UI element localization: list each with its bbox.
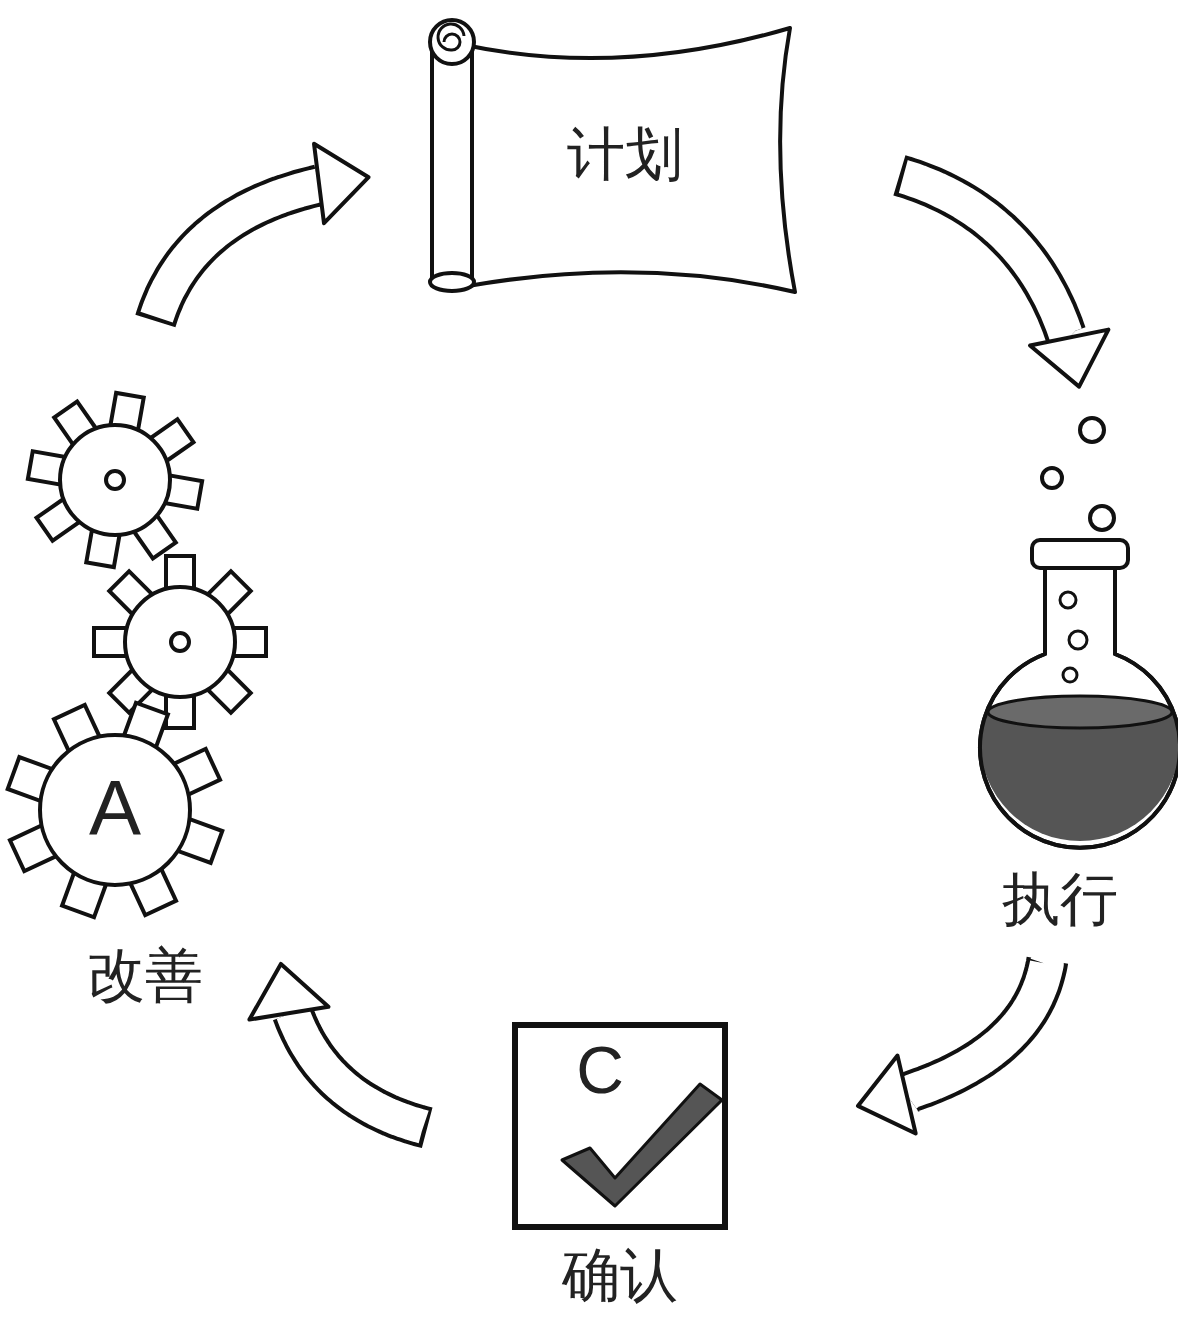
cycle-arrow	[155, 144, 368, 321]
arrow-shaft-outline	[899, 175, 1069, 337]
do-flask: 执行	[950, 405, 1170, 945]
act-gears: A 改善	[10, 390, 280, 1020]
arrow-shaft-outline	[155, 184, 319, 322]
node-label: 执行	[950, 867, 1170, 934]
cycle-arrow	[899, 175, 1108, 386]
node-letter: C	[550, 1033, 650, 1109]
node-label: 改善	[30, 943, 260, 1010]
check-box: C 确认	[500, 1015, 740, 1321]
arrow-head	[249, 964, 328, 1020]
arrow-shaft-fill	[907, 964, 1047, 1095]
node-label: 计划	[460, 122, 790, 189]
arrow-shaft-fill	[289, 1013, 423, 1127]
arrow-shaft-outline	[907, 960, 1048, 1094]
flask-drawing	[970, 418, 1178, 852]
node-letter: A	[65, 764, 165, 854]
checkbox-drawing	[515, 1025, 725, 1227]
arrow-shaft-fill	[157, 184, 320, 318]
arrow-shaft-outline	[289, 1013, 427, 1128]
scroll-drawing	[430, 20, 795, 292]
plan-scroll: 计划	[420, 20, 800, 300]
arrow-head	[858, 1056, 916, 1134]
arrow-head	[314, 144, 369, 223]
cycle-arrow	[858, 960, 1048, 1133]
gears-drawing	[8, 393, 266, 917]
arrow-head	[1030, 330, 1108, 387]
node-label: 确认	[500, 1243, 740, 1310]
cycle-arrow	[249, 964, 427, 1128]
arrow-shaft-fill	[903, 177, 1069, 338]
